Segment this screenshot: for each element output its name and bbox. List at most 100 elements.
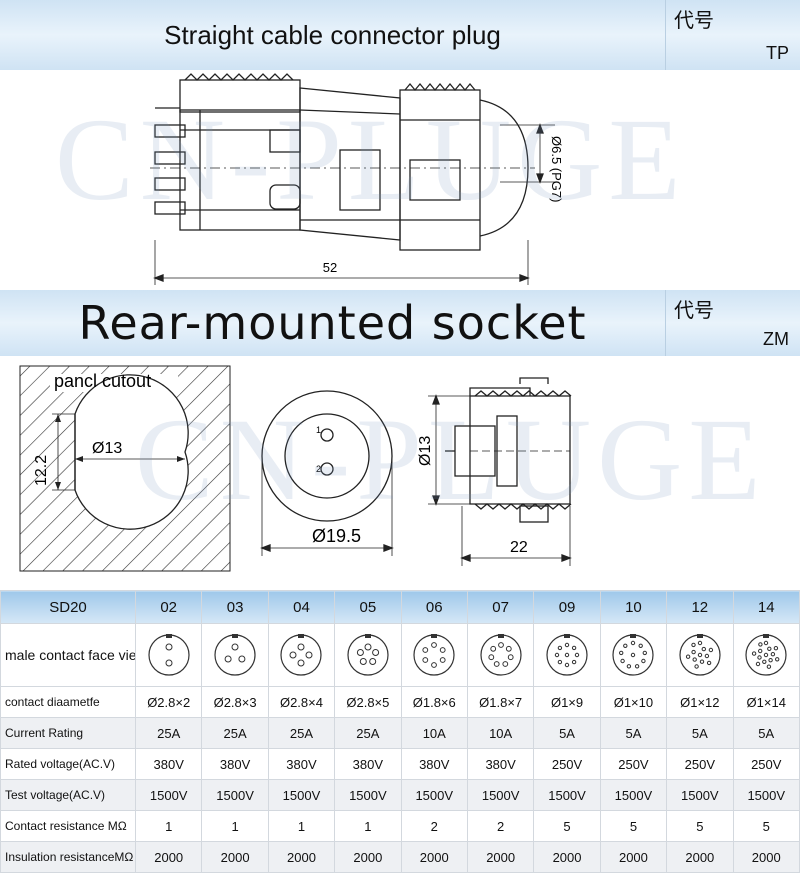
- contact-face-icon: [745, 634, 787, 676]
- contact-pin: [571, 645, 577, 651]
- contact-pin: [564, 662, 570, 668]
- contact-pin: [619, 650, 624, 656]
- contact-pin: [685, 654, 691, 659]
- panel-cutout-view: [19, 365, 231, 572]
- spec-cell: 10A: [400, 717, 468, 749]
- spec-cell: 1500V: [134, 779, 203, 811]
- contact-face-icon: [612, 634, 655, 676]
- spec-cell: 5A: [599, 717, 668, 749]
- contact-pin: [766, 664, 772, 669]
- spec-cell: 2000: [732, 841, 800, 873]
- plug-length-dimension: 52: [323, 260, 337, 275]
- contact-pin: [758, 648, 763, 654]
- contact-pin: [699, 659, 705, 664]
- contact-pin: [708, 647, 713, 653]
- cutout-label: pancl cutout: [54, 371, 151, 391]
- face-view-cell: [334, 623, 402, 687]
- spec-cell: 25A: [201, 717, 269, 749]
- section2-code-label: 代号: [674, 298, 714, 322]
- spec-row-label: contact diaametfe: [0, 686, 136, 718]
- contact-pin: [238, 655, 246, 663]
- contact-pin: [497, 642, 504, 648]
- contact-pin: [356, 649, 364, 656]
- model-code: 10: [599, 590, 668, 624]
- contact-pin: [505, 645, 512, 652]
- series-label: SD20: [0, 590, 136, 624]
- contact-pin: [768, 658, 774, 663]
- contact-pin: [697, 640, 703, 646]
- contact-pin: [762, 659, 767, 664]
- spec-cell: 1: [267, 810, 336, 842]
- spec-cell: Ø1×14: [732, 686, 800, 718]
- pin-label-2: 2: [316, 464, 321, 474]
- spec-cell: Ø2.8×4: [267, 686, 336, 718]
- contact-pin: [431, 662, 438, 668]
- face-view-cell: [732, 623, 800, 687]
- spec-cell: 2000: [201, 841, 269, 873]
- contact-pin: [564, 652, 570, 658]
- contact-face-icon: [214, 634, 256, 676]
- face-view-label: male contact face view: [0, 623, 136, 687]
- plug-cable-dimension: Ø6.5 (PG7): [549, 136, 564, 202]
- spec-cell: Ø1×10: [599, 686, 668, 718]
- contact-pin: [704, 653, 709, 659]
- face-view-cell: [666, 623, 734, 687]
- spec-cell: Ø1×9: [533, 686, 601, 718]
- spec-cell: Ø2.8×2: [134, 686, 203, 718]
- spec-cell: Ø2.8×5: [334, 686, 402, 718]
- face-view-cell: [201, 623, 269, 687]
- spec-cell: 1500V: [533, 779, 601, 811]
- model-code: 12: [666, 590, 734, 624]
- spec-cell: 380V: [134, 748, 203, 780]
- contact-pin: [489, 645, 496, 652]
- face-view-cell: [533, 623, 601, 687]
- spec-cell: 1500V: [466, 779, 535, 811]
- spec-cell: 2000: [134, 841, 203, 873]
- contact-pin: [305, 651, 313, 659]
- contact-pin: [165, 659, 173, 667]
- section1-header: Straight cable connector plug 代号 TP: [0, 0, 800, 70]
- contact-pin: [631, 640, 636, 646]
- section1-code-box: 代号 TP: [665, 0, 800, 70]
- face-diameter-dimension: Ø19.5: [312, 526, 361, 546]
- spec-row-label: Rated voltage(AC.V): [0, 748, 136, 780]
- contact-pin: [691, 649, 696, 655]
- contact-pin: [431, 642, 438, 648]
- socket-front-view: [260, 390, 394, 556]
- contact-pin: [359, 658, 367, 665]
- model-code: 14: [732, 590, 800, 624]
- spec-cell: 380V: [201, 748, 269, 780]
- spec-cell: 1500V: [267, 779, 336, 811]
- contact-face-icon: [280, 634, 323, 676]
- section2-header: Rear-mounted socket 代号 ZM: [0, 290, 800, 356]
- contact-face-icon: [413, 634, 455, 676]
- contact-pin: [638, 643, 644, 649]
- contact-face-icon: [148, 634, 190, 676]
- contact-pin: [752, 651, 757, 656]
- contact-pin: [758, 642, 763, 647]
- spec-cell: 5A: [732, 717, 800, 749]
- contact-pin: [440, 657, 446, 663]
- spec-cell: 2: [400, 810, 468, 842]
- spec-cell: 5: [666, 810, 734, 842]
- spec-cell: 5: [533, 810, 601, 842]
- spec-cell: 1500V: [400, 779, 468, 811]
- contact-pin: [692, 657, 697, 662]
- contact-pin: [554, 652, 560, 658]
- socket-side-view: [428, 377, 572, 566]
- model-code: 07: [466, 590, 535, 624]
- contact-pin: [757, 655, 762, 660]
- face-view-row: male contact face view: [0, 623, 800, 687]
- face-view-cell: [466, 623, 535, 687]
- contact-pin: [231, 643, 239, 651]
- model-code: 03: [201, 590, 269, 624]
- spec-cell: 1: [201, 810, 269, 842]
- spec-cell: Ø1.8×7: [466, 686, 535, 718]
- contact-pin: [635, 664, 640, 669]
- spec-cell: 250V: [533, 748, 601, 780]
